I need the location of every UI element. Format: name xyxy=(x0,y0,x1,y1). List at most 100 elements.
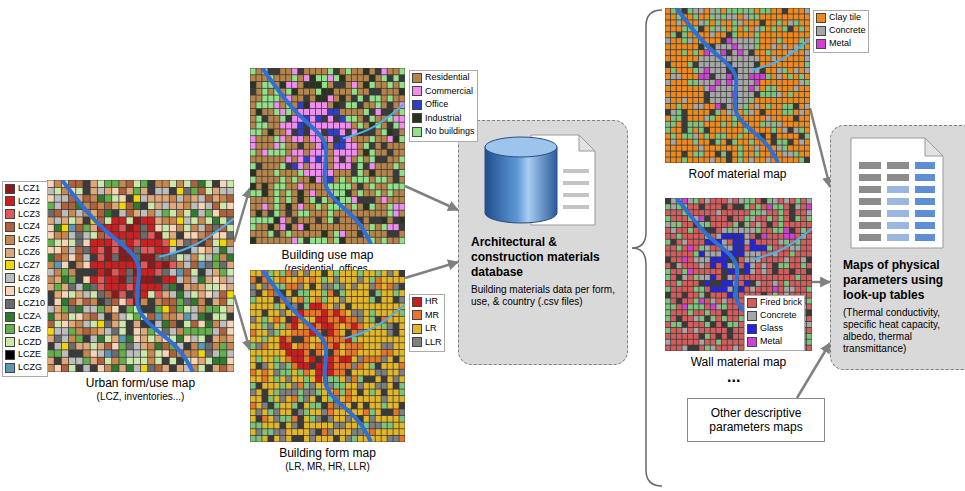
map-cell xyxy=(262,136,267,142)
map-cell xyxy=(184,321,190,328)
map-cell xyxy=(382,231,387,237)
map-cell xyxy=(352,270,357,276)
map-cell xyxy=(316,123,321,129)
map-cell xyxy=(119,217,125,224)
map-cell xyxy=(127,313,133,320)
map-cell xyxy=(364,217,369,223)
map-cell xyxy=(322,436,327,442)
map-cell xyxy=(256,370,261,376)
map-cell xyxy=(292,376,297,382)
map-cell xyxy=(677,62,682,67)
map-cell xyxy=(376,284,381,290)
map-cell xyxy=(268,297,273,303)
map-cell xyxy=(250,363,255,369)
map-cell xyxy=(399,436,404,442)
map-cell xyxy=(268,429,273,435)
map-cell xyxy=(268,363,273,369)
map-cell xyxy=(346,290,351,296)
map-cell xyxy=(268,183,273,189)
map-cell xyxy=(316,170,321,176)
map-cell xyxy=(83,284,89,291)
map-cell xyxy=(346,95,351,101)
map-cell xyxy=(127,335,133,342)
map-cell xyxy=(292,204,297,210)
map-cell xyxy=(47,254,53,261)
map-cell xyxy=(274,396,279,402)
map-cell xyxy=(370,156,375,162)
map-cell xyxy=(352,177,357,183)
map-cell xyxy=(250,177,255,183)
map-cell xyxy=(665,98,670,103)
map-cell xyxy=(105,217,111,224)
map-cell xyxy=(346,109,351,115)
map-cell xyxy=(220,210,226,217)
map-cell xyxy=(388,290,393,296)
map-ground xyxy=(665,8,810,163)
map-cell xyxy=(358,136,363,142)
map-cell xyxy=(340,143,345,149)
map-cell xyxy=(399,416,404,422)
map-cell xyxy=(688,44,693,49)
map-cell xyxy=(382,303,387,309)
map-cell xyxy=(286,290,291,296)
map-cell xyxy=(304,150,309,156)
map-cell xyxy=(83,365,89,372)
map-cell xyxy=(388,190,393,196)
map-cell xyxy=(322,409,327,415)
map-cell xyxy=(268,217,273,223)
map-cell xyxy=(292,238,297,244)
map-cell xyxy=(328,323,333,329)
map-cell xyxy=(382,363,387,369)
map-cell xyxy=(328,129,333,135)
map-cell xyxy=(268,95,273,101)
map-cell xyxy=(304,156,309,162)
map-cell xyxy=(55,350,61,357)
map-cell xyxy=(69,343,75,350)
map-cell xyxy=(364,68,369,74)
map-cell xyxy=(62,239,68,246)
document-line xyxy=(563,193,589,197)
map-illustration xyxy=(47,180,234,372)
map-cell xyxy=(274,150,279,156)
map-cell xyxy=(328,224,333,230)
map-cell xyxy=(304,396,309,402)
map-cell xyxy=(76,188,82,195)
map-cell xyxy=(127,306,133,313)
map-cell xyxy=(352,183,357,189)
map-cell xyxy=(334,75,339,81)
map-cell xyxy=(127,188,133,195)
map-cell xyxy=(112,335,118,342)
map-cell xyxy=(213,306,219,313)
map-cell xyxy=(280,231,285,237)
map-cell xyxy=(298,396,303,402)
map-cell xyxy=(105,343,111,350)
map-cell xyxy=(198,335,204,342)
map-cell xyxy=(316,423,321,429)
map-cell xyxy=(162,239,168,246)
map-cell xyxy=(55,210,61,217)
map-cell xyxy=(141,232,147,239)
map-cell xyxy=(274,356,279,362)
map-cell xyxy=(155,232,161,239)
map-cell xyxy=(141,247,147,254)
map-cell xyxy=(134,350,140,357)
map-cell xyxy=(286,356,291,362)
map-cell xyxy=(220,247,226,254)
map-cell xyxy=(198,313,204,320)
map-cell xyxy=(382,370,387,376)
map-cell xyxy=(256,337,261,343)
map-cell xyxy=(47,262,53,269)
map-cell xyxy=(382,356,387,362)
map-cell xyxy=(671,62,676,67)
map-cell xyxy=(671,151,676,156)
map-cell xyxy=(364,183,369,189)
map-cell xyxy=(286,323,291,329)
map-cell xyxy=(155,254,161,261)
map-cell xyxy=(346,297,351,303)
map-cell xyxy=(310,224,315,230)
map-cell xyxy=(220,188,226,195)
map-cell xyxy=(352,337,357,343)
map-cell xyxy=(304,403,309,409)
map-cell xyxy=(334,416,339,422)
map-cell xyxy=(105,299,111,306)
